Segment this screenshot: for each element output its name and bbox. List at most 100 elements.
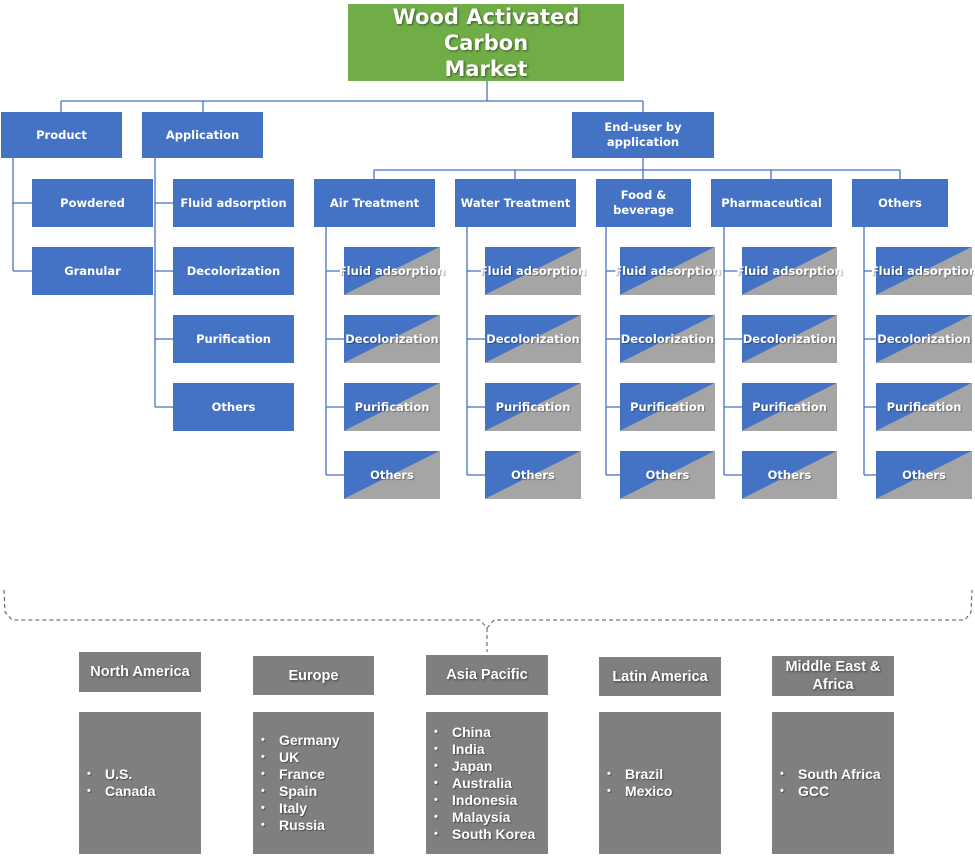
country-label: Brazil: [625, 766, 664, 782]
region-label: Middle East & Africa: [785, 659, 881, 693]
end-user-leaf: Decolorization: [485, 315, 581, 363]
country-item: •India: [434, 741, 535, 758]
bullet-icon: •: [261, 768, 265, 780]
country-label: Australia: [452, 774, 512, 791]
country-item: • Russia: [261, 817, 340, 834]
country-label: Italy: [279, 800, 308, 816]
end-user-leaf-label: Decolorization: [742, 332, 837, 346]
region-countries: •South Africa•GCC: [772, 712, 894, 854]
end-user-leaf-label: Others: [370, 468, 414, 482]
country-list: • Germany • UK • France • Spain• Italy• Russia: [261, 732, 340, 834]
end-user-group-label: Air Treatment: [329, 195, 420, 210]
application-item: Fluid adsorption: [173, 179, 294, 227]
country-label: France: [279, 766, 325, 782]
bullet-icon: •: [434, 793, 438, 806]
country-label: Malaysia: [452, 808, 511, 825]
product-item: Granular: [32, 247, 153, 295]
country-label: Spain: [279, 783, 318, 799]
end-user-group-label: Others: [878, 195, 922, 210]
country-label: U.S.: [105, 766, 133, 782]
country-label: South Korea: [452, 825, 536, 842]
regional-brace: [3, 589, 973, 629]
region-header: Middle East & Africa: [772, 656, 894, 696]
end-user-group: Pharmaceutical: [711, 179, 832, 227]
segment-product-label: Product: [36, 127, 87, 142]
end-user-leaf-label: Decolorization: [486, 332, 580, 346]
application-item-label: Decolorization: [186, 263, 281, 278]
region-label: Europe: [288, 667, 339, 684]
country-item: •Indonesia: [434, 792, 535, 809]
bullet-icon: •: [434, 759, 438, 772]
country-label: Germany: [279, 732, 340, 748]
end-user-leaf: Purification: [344, 383, 440, 431]
end-user-leaf-label: Purification: [752, 400, 827, 414]
application-item-label: Fluid adsorption: [180, 195, 287, 210]
end-user-leaf-label: Decolorization: [877, 332, 971, 346]
end-user-leaf-label: Purification: [886, 400, 962, 414]
region-countries: •U.S.•Canada: [79, 712, 201, 854]
country-list: •China•India•Japan•Australia•Indonesia•M…: [434, 724, 535, 843]
end-user-leaf-label: Others: [767, 468, 812, 482]
region-label: North America: [90, 664, 190, 680]
end-user-leaf: Others: [876, 451, 972, 499]
region-countries: •Brazil•Mexico: [599, 712, 721, 854]
bullet-icon: •: [434, 725, 438, 738]
segment-product: Product: [1, 112, 122, 158]
country-item: •South Africa: [780, 766, 881, 783]
region-header: Asia Pacific: [426, 655, 548, 695]
country-item: •Brazil: [607, 766, 672, 783]
end-user-group-label: Pharmaceutical: [721, 195, 822, 210]
end-user-leaf-label: Fluid adsorption: [736, 264, 843, 278]
bullet-icon: •: [87, 785, 91, 797]
bullet-icon: •: [87, 768, 91, 780]
bullet-icon: •: [261, 819, 265, 831]
end-user-leaf: Fluid adsorption: [480, 247, 586, 295]
end-user-leaf: Purification: [742, 383, 837, 431]
end-user-leaf: Fluid adsorption: [736, 247, 843, 295]
country-list: •Brazil•Mexico: [607, 766, 672, 800]
bullet-icon: •: [434, 742, 438, 755]
segment-end-user: End-user by application: [572, 112, 714, 158]
end-user-group: Others: [852, 179, 948, 227]
bullet-icon: •: [607, 785, 611, 797]
bullet-icon: •: [434, 776, 438, 789]
application-item: Decolorization: [173, 247, 294, 295]
end-user-leaf-label: Others: [645, 468, 690, 482]
end-user-group: Air Treatment: [314, 179, 435, 227]
end-user-leaf: Fluid adsorption: [871, 247, 975, 295]
region-countries: • Germany • UK • France • Spain• Italy• Russia: [253, 712, 374, 854]
country-label: Japan: [452, 757, 493, 774]
application-item: Purification: [173, 315, 294, 363]
end-user-leaf: Decolorization: [344, 315, 440, 363]
end-user-leaf: Decolorization: [742, 315, 837, 363]
end-user-group-label: Food & beverage: [613, 188, 674, 217]
country-item: • U.S.: [87, 766, 156, 783]
end-user-leaf-label: Fluid adsorption: [614, 264, 721, 278]
end-user-leaf: Others: [485, 451, 581, 499]
end-user-leaf: Decolorization: [620, 315, 715, 363]
end-user-leaf: Purification: [620, 383, 715, 431]
country-item: • Malaysia: [434, 809, 535, 826]
end-user-leaf-label: Fluid adsorption: [338, 264, 446, 278]
country-list: •South Africa•GCC: [780, 766, 881, 800]
country-item: •Mexico: [607, 783, 672, 800]
application-item: Others: [173, 383, 294, 431]
region-header: North America: [79, 652, 201, 692]
end-user-leaf-label: Others: [902, 468, 946, 482]
country-item: • Italy: [261, 800, 340, 817]
bullet-icon: •: [261, 802, 265, 814]
country-label: Russia: [279, 817, 325, 833]
bullet-icon: •: [780, 785, 784, 797]
country-label: South Africa: [798, 766, 881, 782]
country-item: • Japan: [434, 758, 535, 775]
bullet-icon: •: [434, 810, 438, 823]
end-user-leaf-label: Others: [511, 468, 555, 482]
country-label: UK: [279, 749, 300, 765]
application-item-label: Others: [211, 399, 256, 414]
bullet-icon: •: [261, 751, 265, 763]
end-user-leaf: Others: [344, 451, 440, 499]
application-item-label: Purification: [196, 331, 271, 346]
title-line-2: Market: [444, 56, 528, 81]
end-user-leaf: Purification: [876, 383, 972, 431]
